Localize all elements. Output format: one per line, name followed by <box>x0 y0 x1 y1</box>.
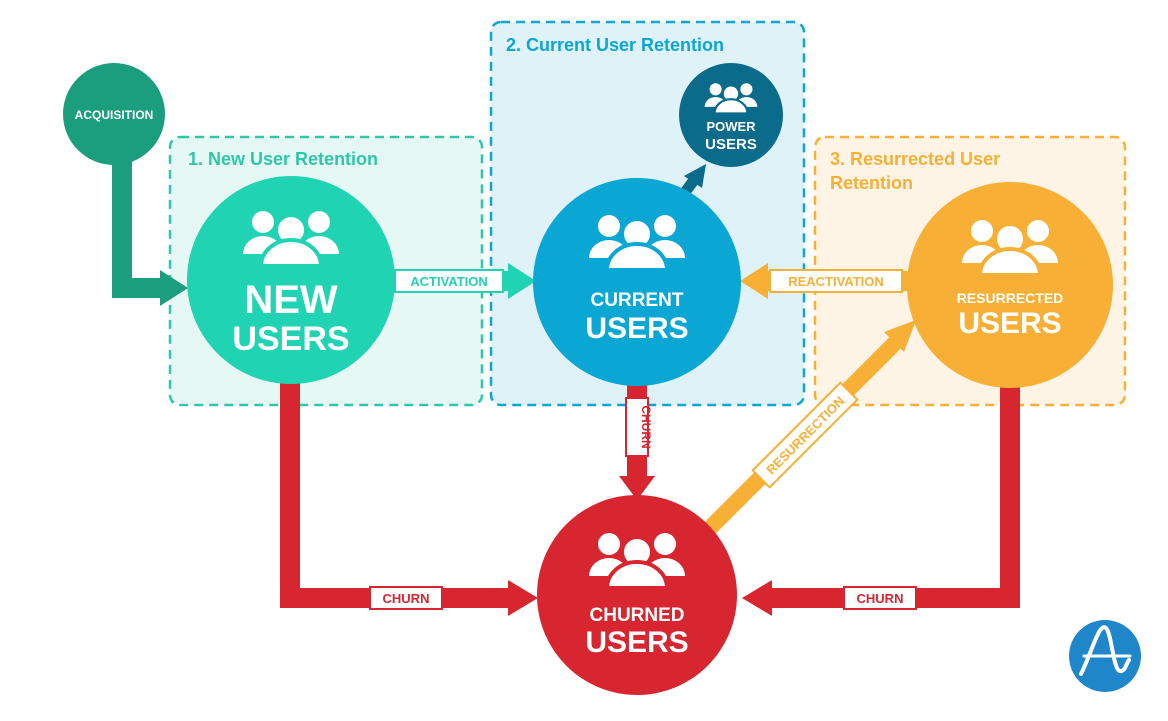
reactivation-flow: REACTIVATION <box>740 263 910 299</box>
power-users-line1: POWER <box>706 119 756 134</box>
resurrected-users-line2: USERS <box>958 307 1061 340</box>
region-title-new: 1. New User Retention <box>188 149 378 169</box>
current-users-node: CURRENT USERS <box>533 178 741 386</box>
current-users-line1: CURRENT <box>591 290 684 311</box>
churn-flow-resurrected: CHURN <box>742 370 1020 616</box>
power-users-line2: USERS <box>705 136 757 153</box>
new-users-node: NEW USERS <box>187 176 395 384</box>
region-title-current: 2. Current User Retention <box>506 35 724 55</box>
churn-label-current: CHURN <box>639 405 653 448</box>
churn-flow-new: CHURN <box>280 378 538 616</box>
activation-label: ACTIVATION <box>410 274 488 289</box>
churned-users-line1: CHURNED <box>590 605 685 626</box>
acquisition-node: ACQUISITION <box>63 63 165 165</box>
new-users-line1: NEW <box>244 278 338 322</box>
churn-label-resurrected: CHURN <box>857 591 904 606</box>
resurrected-users-line1: RESURRECTED <box>957 290 1064 306</box>
churn-label-new: CHURN <box>383 591 430 606</box>
reactivation-label: REACTIVATION <box>788 274 884 289</box>
churned-users-node: CHURNED USERS <box>537 495 737 695</box>
activation-flow: ACTIVATION <box>385 263 536 299</box>
power-users-node: POWER USERS <box>679 63 783 167</box>
resurrected-users-node: RESURRECTED USERS <box>907 182 1113 388</box>
new-users-line2: USERS <box>232 320 349 358</box>
region-title-resurrected-2: Retention <box>830 173 913 193</box>
acquisition-flow <box>112 150 188 306</box>
amplitude-logo-icon <box>1069 620 1141 692</box>
churned-users-line2: USERS <box>585 626 688 659</box>
acquisition-label: ACQUISITION <box>75 108 154 122</box>
current-users-line2: USERS <box>585 312 688 345</box>
region-title-resurrected-1: 3. Resurrected User <box>830 149 1000 169</box>
churn-flow-current: CHURN <box>619 380 655 500</box>
